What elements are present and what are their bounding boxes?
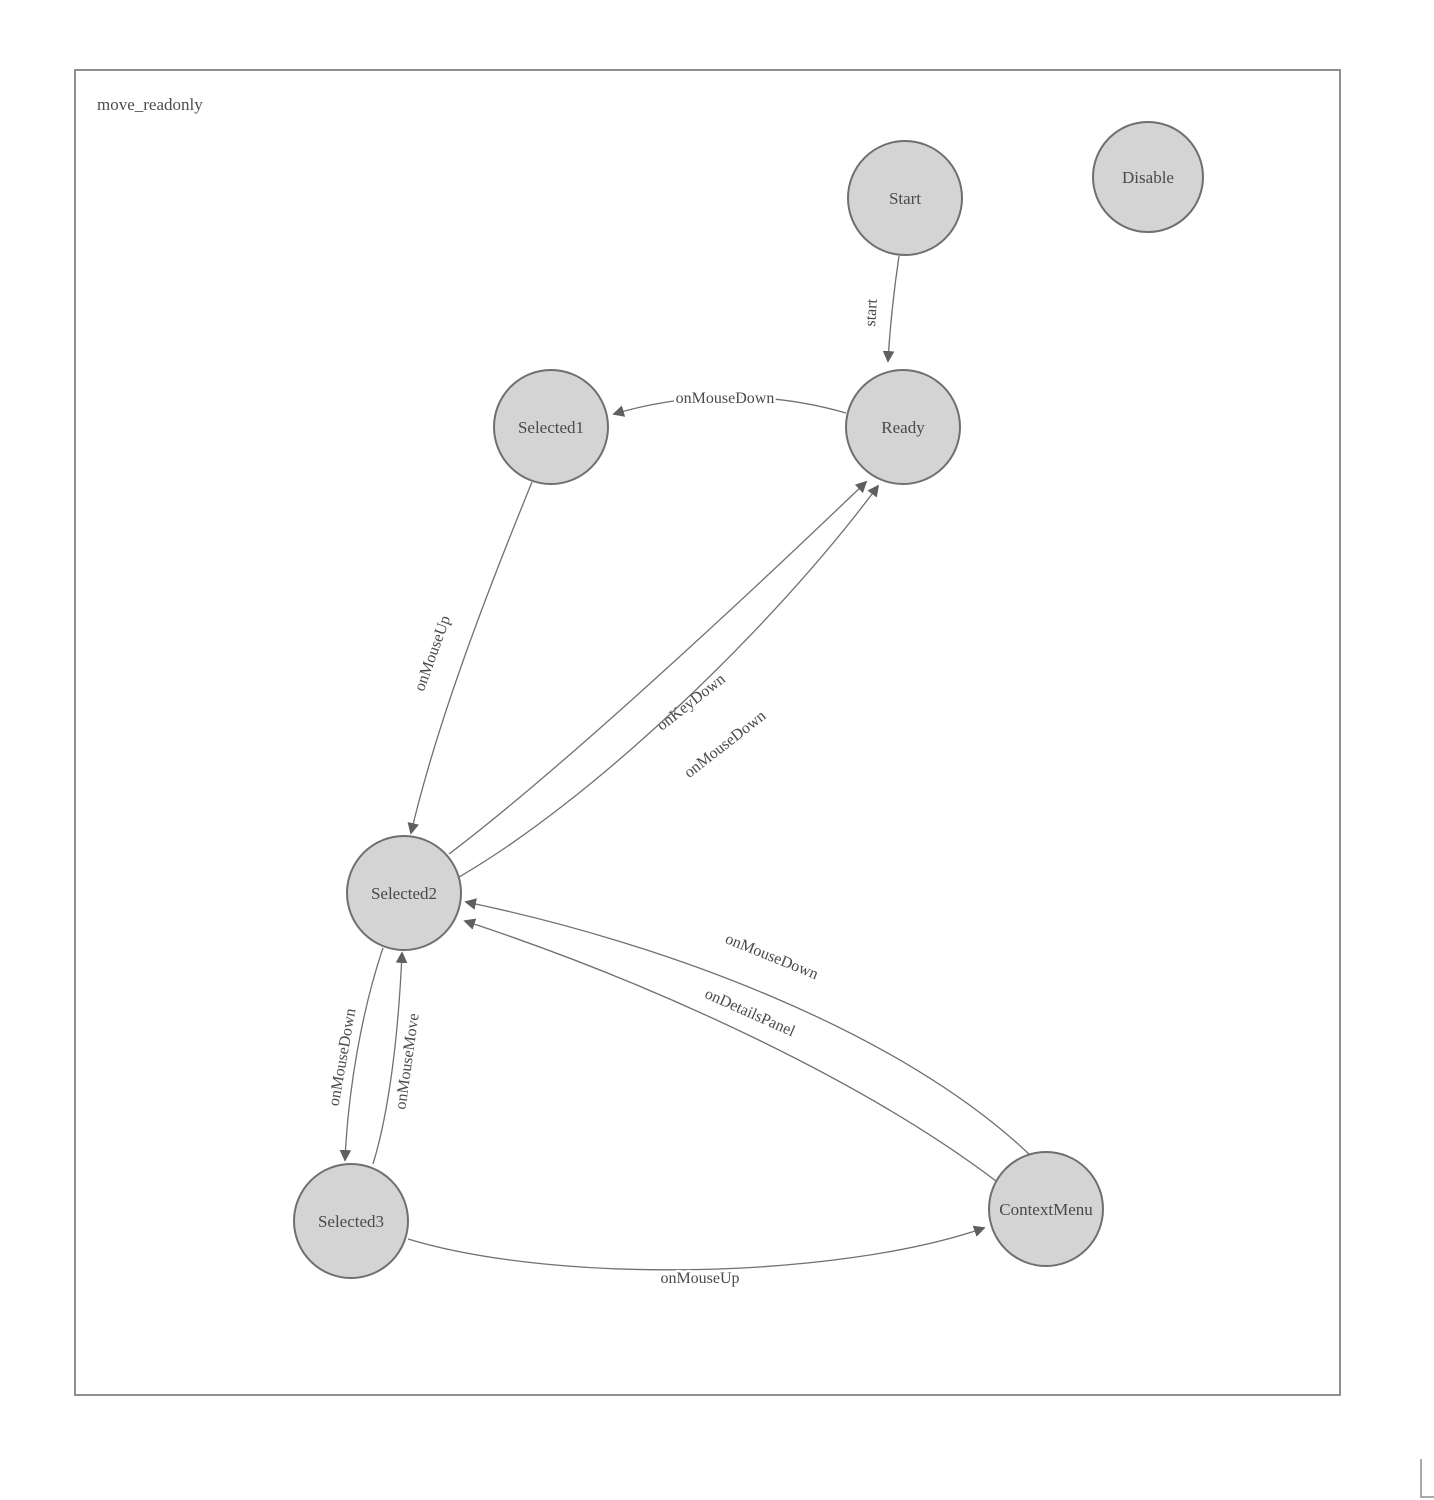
edge-contextmenu-to-selected2-mousedown: onMouseDown: [464, 898, 1032, 1157]
node-start-label: Start: [889, 189, 921, 208]
edge-line: [339, 947, 384, 1162]
edge-ready-to-selected1: onMouseDown: [612, 388, 847, 417]
edge-selected2-to-selected3: onMouseDown: [323, 947, 384, 1162]
edge-label: onMouseDown: [723, 930, 821, 983]
node-selected2-label: Selected2: [371, 884, 437, 903]
node-disable-label: Disable: [1122, 168, 1174, 187]
node-contextmenu-circle[interactable]: [988, 1151, 1104, 1267]
node-selected1[interactable]: Selected1: [493, 369, 609, 485]
edge-contextmenu-to-selected2-detailspanel: onDetailsPanel: [463, 918, 997, 1182]
node-contextmenu[interactable]: ContextMenu: [988, 1151, 1104, 1267]
node-start[interactable]: Start: [847, 140, 963, 256]
edge-line: [463, 918, 997, 1182]
edge-line: [612, 396, 847, 417]
edge-line: [372, 951, 408, 1165]
node-selected1-label: Selected1: [518, 418, 584, 437]
edge-line: [448, 480, 868, 855]
node-contextmenu-label: ContextMenu: [999, 1200, 1093, 1219]
edge-selected1-to-selected2: onMouseUp: [407, 481, 533, 835]
diagram-frame: [74, 69, 1341, 1396]
node-selected3[interactable]: Selected3: [293, 1163, 409, 1279]
node-disable-circle[interactable]: [1092, 121, 1204, 233]
edge-line: [407, 1225, 986, 1271]
node-ready[interactable]: Ready: [845, 369, 961, 485]
edge-label: onMouseDown: [326, 1007, 360, 1107]
edge-label: start: [862, 298, 881, 327]
edge-selected3-to-contextmenu: onMouseUp: [407, 1225, 986, 1290]
edge-line: [458, 484, 880, 878]
edge-line: [882, 255, 900, 363]
node-ready-circle[interactable]: [845, 369, 961, 485]
edge-start-to-ready: start: [860, 255, 900, 363]
node-selected3-label: Selected3: [318, 1212, 384, 1231]
edge-selected3-to-selected2: onMouseMove: [372, 951, 425, 1165]
diagram-title: move_readonly: [97, 95, 203, 114]
edge-label: onMouseUp: [660, 1270, 739, 1287]
corner-artifact: [1420, 1459, 1434, 1498]
edge-line: [407, 481, 533, 835]
node-selected1-circle[interactable]: [493, 369, 609, 485]
edge-label: onMouseDown: [676, 390, 775, 407]
edge-selected2-to-ready-mousedown: onMouseDown: [458, 484, 880, 878]
node-selected2[interactable]: Selected2: [346, 835, 462, 951]
edge-line: [464, 898, 1032, 1157]
node-selected3-circle[interactable]: [293, 1163, 409, 1279]
node-selected2-circle[interactable]: [346, 835, 462, 951]
node-start-circle[interactable]: [847, 140, 963, 256]
edge-label: onMouseDown: [681, 707, 769, 781]
node-disable[interactable]: Disable: [1092, 121, 1204, 233]
edge-label: onMouseUp: [411, 613, 454, 693]
edge-selected2-to-ready-keydown: onKeyDown: [448, 480, 868, 855]
edge-label: onKeyDown: [654, 671, 729, 735]
edge-label: onDetailsPanel: [702, 985, 798, 1040]
node-ready-label: Ready: [881, 418, 925, 437]
